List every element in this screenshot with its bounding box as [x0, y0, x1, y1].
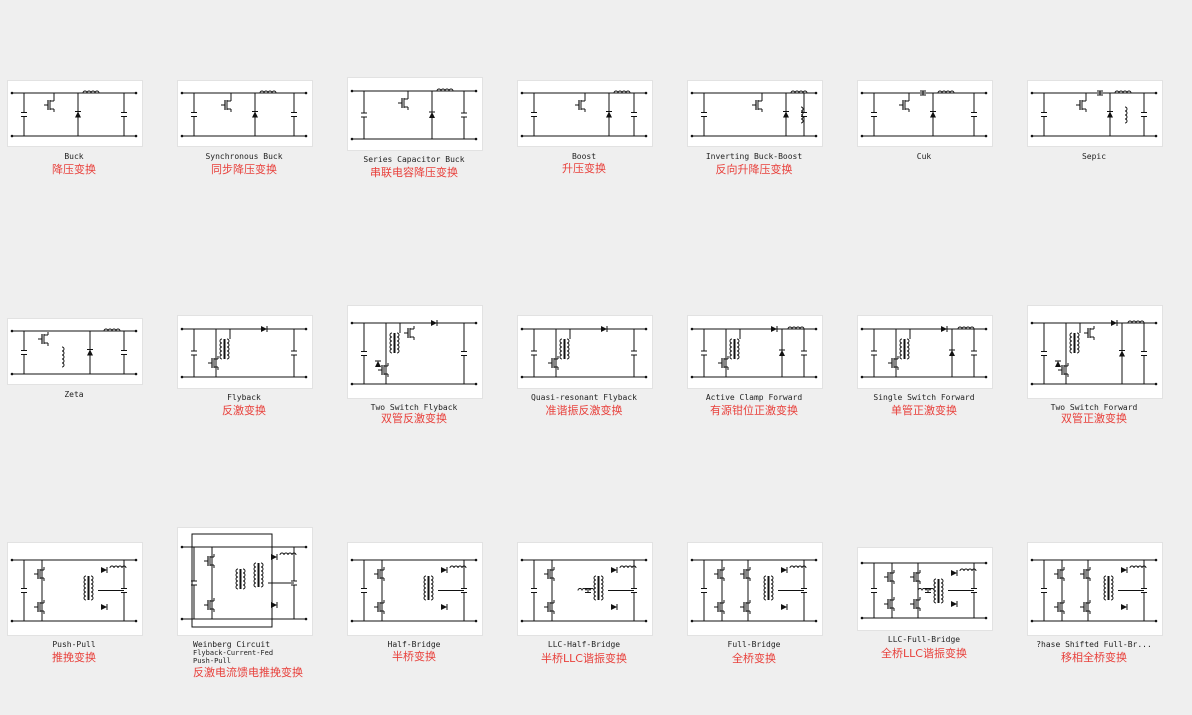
- circuit-diagram: [690, 90, 818, 138]
- schematic-thumbnail[interactable]: [177, 315, 313, 389]
- topology-name-en: Buck: [64, 152, 84, 161]
- topology-name-en: LLC-Half-Bridge: [547, 640, 621, 649]
- topology-name-en: Two Switch Flyback: [370, 403, 458, 412]
- circuit-diagram: [350, 320, 478, 386]
- circuit-diagram: [350, 558, 478, 623]
- circuit-diagram: [1030, 90, 1158, 138]
- circuit-diagram: [10, 90, 138, 138]
- topology-name-cn: 同步降压变换: [211, 163, 277, 176]
- circuit-diagram: [690, 326, 818, 379]
- schematic-thumbnail[interactable]: [1027, 542, 1163, 636]
- schematic-thumbnail[interactable]: [347, 305, 483, 399]
- schematic-thumbnail[interactable]: [347, 77, 483, 151]
- topology-name-cn: 反激变换: [222, 404, 266, 417]
- schematic-thumbnail[interactable]: [687, 315, 823, 389]
- topology-name-cn: 双管正激变换: [1061, 412, 1127, 425]
- topology-subtitle: Flyback-Current-Fed: [193, 649, 274, 657]
- schematic-thumbnail[interactable]: [857, 80, 993, 147]
- schematic-thumbnail[interactable]: [517, 80, 653, 147]
- schematic-thumbnail[interactable]: [7, 80, 143, 147]
- topology-name-en: Half-Bridge: [387, 640, 441, 649]
- topology-name-cn: 串联电容降压变换: [370, 166, 458, 179]
- topology-name-cn: 有源钳位正激变换: [710, 404, 798, 417]
- topology-subtitle: Push-Pull: [193, 657, 231, 665]
- circuit-diagram: [10, 558, 138, 623]
- circuit-diagram: [350, 88, 478, 141]
- topology-name-en: Two Switch Forward: [1050, 403, 1138, 412]
- topology-name-en: Single Switch Forward: [873, 393, 975, 402]
- topology-name-en: Cuk: [916, 152, 932, 161]
- topology-name-en: Full-Bridge: [727, 640, 781, 649]
- topology-name-en: Active Clamp Forward: [705, 393, 803, 402]
- topology-name-en: Zeta: [64, 390, 84, 399]
- circuit-diagram: [690, 558, 818, 623]
- topology-name-cn: 反激电流馈电推挽变换: [193, 666, 303, 679]
- circuit-diagram: [10, 328, 138, 376]
- topology-name-en: Series Capacitor Buck: [363, 155, 465, 164]
- topology-name-en: Weinberg Circuit: [193, 640, 271, 649]
- circuit-diagram: [1030, 320, 1158, 386]
- topology-name-en: Synchronous Buck: [205, 152, 283, 161]
- circuit-diagram: [180, 533, 308, 628]
- circuit-diagram: [520, 90, 648, 138]
- schematic-thumbnail[interactable]: [177, 80, 313, 147]
- topology-name-en: ?hase Shifted Full-Br...: [1036, 640, 1152, 649]
- schematic-thumbnail[interactable]: [1027, 80, 1163, 147]
- schematic-thumbnail[interactable]: [1027, 305, 1163, 399]
- circuit-diagram: [860, 561, 988, 620]
- topology-name-cn: 全桥LLC谐振变换: [881, 647, 967, 660]
- topology-name-en: Quasi-resonant Flyback: [531, 393, 637, 402]
- topology-name-en: Boost: [571, 152, 597, 161]
- topology-name-cn: 降压变换: [52, 163, 96, 176]
- topology-name-cn: 准谐振反激变换: [545, 404, 623, 417]
- topology-name-en: Inverting Buck-Boost: [705, 152, 803, 161]
- circuit-diagram: [860, 90, 988, 138]
- schematic-thumbnail[interactable]: [687, 80, 823, 147]
- topology-name-cn: 升压变换: [562, 162, 606, 175]
- schematic-thumbnail[interactable]: [7, 542, 143, 636]
- topology-name-en: Sepic: [1081, 152, 1107, 161]
- schematic-thumbnail[interactable]: [7, 318, 143, 385]
- topology-name-cn: 全桥变换: [732, 652, 776, 665]
- schematic-thumbnail[interactable]: [177, 527, 313, 636]
- schematic-thumbnail[interactable]: [687, 542, 823, 636]
- circuit-diagram: [520, 326, 648, 379]
- schematic-thumbnail[interactable]: [857, 315, 993, 389]
- schematic-thumbnail[interactable]: [347, 542, 483, 636]
- topology-name-cn: 移相全桥变换: [1061, 651, 1127, 664]
- circuit-diagram: [520, 558, 648, 623]
- topology-name-cn: 双管反激变换: [381, 412, 447, 425]
- schematic-thumbnail[interactable]: [857, 547, 993, 631]
- schematic-thumbnail[interactable]: [517, 315, 653, 389]
- topology-name-en: Flyback: [227, 393, 261, 402]
- topology-name-cn: 推挽变换: [52, 651, 96, 664]
- circuit-diagram: [180, 90, 308, 138]
- topology-name-cn: 半桥变换: [392, 650, 436, 663]
- circuit-diagram: [1030, 558, 1158, 623]
- topology-name-cn: 半桥LLC谐振变换: [541, 652, 627, 665]
- topology-name-en: LLC-Full-Bridge: [887, 635, 961, 644]
- schematic-thumbnail[interactable]: [517, 542, 653, 636]
- topology-name-cn: 单管正激变换: [891, 404, 957, 417]
- circuit-diagram: [180, 326, 308, 379]
- circuit-diagram: [860, 326, 988, 379]
- topology-name-cn: 反向升降压变换: [715, 163, 793, 176]
- topology-name-en: Push-Pull: [52, 640, 96, 649]
